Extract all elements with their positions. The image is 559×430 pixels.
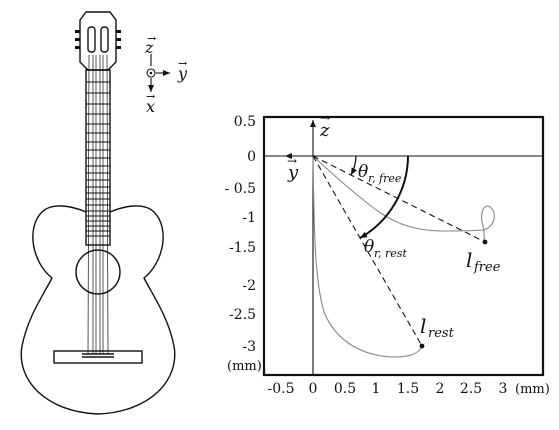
x-tick: 0.5 xyxy=(334,381,356,397)
tuner-slot xyxy=(100,26,109,53)
guitar-strings xyxy=(87,54,109,355)
sound-hole xyxy=(75,249,121,295)
theta-rest-arc xyxy=(359,155,409,239)
y-tick: 0.5 xyxy=(234,114,256,130)
vector-arrow-mark: → xyxy=(147,32,156,45)
tuner-pegs xyxy=(75,30,121,49)
guitar-x-label: x xyxy=(146,97,155,116)
x-tick: 1 xyxy=(372,381,381,397)
guitar-frets xyxy=(86,81,110,237)
x-tick: -0.5 xyxy=(268,381,295,397)
vector-arrow-mark: → xyxy=(320,111,330,125)
y-tick: 0 xyxy=(247,149,256,165)
free-trajectory xyxy=(312,155,495,243)
theta-symbol: θ xyxy=(358,162,368,182)
guitar-body xyxy=(20,205,176,415)
theta-subscript: r, free xyxy=(368,172,402,185)
y-unit-label: (mm) xyxy=(227,359,262,374)
y-tick: - 0.5 xyxy=(225,181,256,197)
plot-y-label: y xyxy=(287,162,299,183)
rest-end-point xyxy=(419,343,425,349)
l-symbol: l xyxy=(466,248,472,272)
l-rest-label: l rest xyxy=(420,314,455,341)
guitar-drawing xyxy=(20,11,176,415)
theta-subscript: r, rest xyxy=(374,247,407,260)
x-tick: 1.5 xyxy=(397,381,419,397)
trajectory-plot: z → y → 0.5 0 - 0.5 -1 -1.5 -2 -2.5 -3 (… xyxy=(225,111,550,397)
y-tick: -1.5 xyxy=(229,240,256,256)
rest-trajectory xyxy=(312,155,423,358)
x-unit-label: (mm) xyxy=(515,382,550,397)
vector-arrow-mark: → xyxy=(287,154,297,168)
l-free-label: l free xyxy=(466,248,501,275)
bottom-tick-labels: -0.5 0 0.5 1 1.5 2 2.5 3 xyxy=(268,381,508,397)
y-tick: -3 xyxy=(242,339,256,355)
l-symbol: l xyxy=(420,314,426,338)
x-tick: 3 xyxy=(499,381,508,397)
free-dashed-line xyxy=(312,155,486,243)
theta-rest-label: θ r, rest xyxy=(364,237,407,260)
plot-frame xyxy=(262,115,545,377)
vector-arrow-mark: → xyxy=(146,90,155,103)
x-tick: 2.5 xyxy=(460,381,482,397)
theta-symbol: θ xyxy=(364,237,374,257)
guitar-headstock xyxy=(79,11,117,71)
theta-free-arc xyxy=(350,155,357,176)
y-tick: -2 xyxy=(242,278,256,294)
l-subscript: rest xyxy=(428,326,455,341)
vector-arrow-mark: → xyxy=(178,57,187,70)
y-tick: -2.5 xyxy=(229,307,256,323)
plot-z-label: z xyxy=(319,120,330,141)
rest-dashed-line xyxy=(312,155,423,347)
guitar-bridge xyxy=(53,350,143,364)
tuner-slot xyxy=(87,26,96,53)
free-end-point xyxy=(482,239,488,245)
guitar-axes: z → y → x → xyxy=(144,32,188,116)
guitar-z-label: z xyxy=(144,38,154,57)
left-tick-labels: 0.5 0 - 0.5 -1 -1.5 -2 -2.5 -3 xyxy=(225,114,256,355)
guitar-y-label: y xyxy=(177,64,188,83)
y-tick: -1 xyxy=(242,210,256,226)
x-tick: 0 xyxy=(309,381,318,397)
l-subscript: free xyxy=(473,260,501,275)
x-tick: 2 xyxy=(436,381,445,397)
theta-free-label: θ r, free xyxy=(358,162,402,185)
